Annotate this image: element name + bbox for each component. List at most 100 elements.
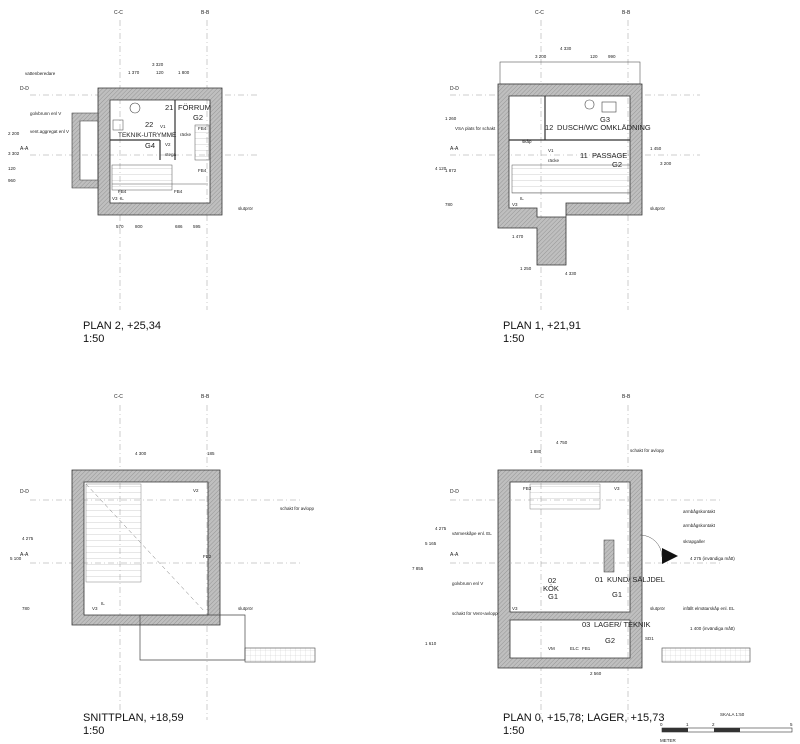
- plan2-title-block: PLAN 2, +25,34 1:50: [83, 320, 161, 346]
- svg-text:V3: V3: [512, 202, 518, 207]
- svg-text:golvbrunn enl V: golvbrunn enl V: [30, 111, 61, 116]
- svg-text:686: 686: [175, 224, 183, 229]
- svg-text:1 610: 1 610: [425, 641, 437, 646]
- svg-text:C-C: C-C: [535, 10, 544, 16]
- svg-text:4 275 (invändiga mått): 4 275 (invändiga mått): [690, 555, 735, 561]
- svg-text:4 275: 4 275: [435, 526, 447, 531]
- plan0-title: PLAN 0, +15,78; LAGER, +15,73: [503, 712, 665, 724]
- svg-text:960: 960: [8, 178, 16, 183]
- svg-text:skrapgaller: skrapgaller: [683, 539, 706, 544]
- plan2-scale: 1:50: [83, 333, 105, 345]
- plan2-title: PLAN 2, +25,34: [83, 320, 161, 332]
- svg-text:TEKNIK-UTRYMME: TEKNIK-UTRYMME: [118, 132, 177, 139]
- svg-text:ELC: ELC: [570, 646, 580, 651]
- plan2-room-22: 22: [145, 120, 153, 129]
- svg-text:1 260: 1 260: [445, 116, 457, 121]
- svg-text:armbågskontakt: armbågskontakt: [683, 522, 716, 528]
- svg-text:4 330: 4 330: [560, 46, 572, 51]
- svg-text:schakt för avlopp: schakt för avlopp: [280, 506, 315, 511]
- svg-text:A-A: A-A: [450, 146, 459, 152]
- svg-text:800: 800: [135, 224, 143, 229]
- svg-text:räcke: räcke: [548, 158, 560, 163]
- svg-text:D-D: D-D: [450, 489, 459, 495]
- svg-text:G2: G2: [605, 636, 615, 645]
- plan2-drawing: [30, 20, 260, 310]
- svg-text:golvbrunn enl V: golvbrunn enl V: [452, 581, 483, 586]
- svg-text:1 800: 1 800: [178, 70, 190, 75]
- svg-text:VM: VM: [548, 646, 555, 651]
- svg-text:DUSCH/WC OMKLÄDNING: DUSCH/WC OMKLÄDNING: [557, 123, 651, 132]
- svg-text:FB4: FB4: [118, 189, 127, 194]
- svg-text:V1: V1: [548, 148, 554, 153]
- svg-text:C-C: C-C: [114, 10, 123, 16]
- svg-text:1 470: 1 470: [512, 234, 524, 239]
- plan1-drawing: [450, 20, 700, 310]
- svg-text:slutprör: slutprör: [650, 606, 666, 611]
- plan1-title: PLAN 1, +21,91: [503, 320, 581, 332]
- svg-text:FB4: FB4: [174, 189, 183, 194]
- svg-text:SD1: SD1: [645, 636, 654, 641]
- svg-text:5: 5: [790, 722, 793, 727]
- svg-text:G4: G4: [145, 141, 155, 150]
- svg-text:A-A: A-A: [20, 146, 29, 152]
- svg-text:A-A: A-A: [450, 552, 459, 558]
- svg-text:01: 01: [595, 575, 603, 584]
- svg-text:4 275: 4 275: [22, 536, 34, 541]
- svg-text:120: 120: [156, 70, 164, 75]
- svg-text:A-A: A-A: [20, 552, 29, 558]
- svg-text:FB1: FB1: [582, 646, 591, 651]
- snitt-text: schakt för avlopp V2 V3 IL FB2 slutprör …: [10, 451, 315, 611]
- plan2-text: 21 FÖRRUM G2 22 TEKNIK-UTRYMME G4 vatten…: [8, 62, 254, 229]
- svg-text:C-C: C-C: [535, 394, 544, 400]
- svg-text:slutprör: slutprör: [650, 206, 666, 211]
- svg-text:2 560: 2 560: [590, 671, 602, 676]
- svg-text:B-B: B-B: [622, 10, 631, 16]
- svg-text:1 250: 1 250: [520, 266, 532, 271]
- svg-text:7 855: 7 855: [412, 566, 424, 571]
- svg-text:KUND/ SÄLJDEL: KUND/ SÄLJDEL: [607, 575, 665, 584]
- svg-text:FB4: FB4: [198, 168, 207, 173]
- svg-text:1 400 (invändiga mått): 1 400 (invändiga mått): [690, 625, 735, 631]
- svg-text:5 100: 5 100: [10, 556, 22, 561]
- svg-text:1 450: 1 450: [650, 146, 662, 151]
- plan0-title-block: PLAN 0, +15,78; LAGER, +15,73 1:50: [503, 712, 664, 738]
- svg-text:3 200: 3 200: [535, 54, 547, 59]
- svg-text:räcke: räcke: [180, 132, 192, 137]
- svg-text:B-B: B-B: [201, 394, 210, 400]
- plan0-drawing: [450, 405, 751, 720]
- svg-text:infällt elmätarskåp enl. EL: infällt elmätarskåp enl. EL: [683, 605, 735, 611]
- svg-text:C-C: C-C: [114, 394, 123, 400]
- svg-text:slutprör: slutprör: [238, 206, 254, 211]
- svg-text:D-D: D-D: [450, 86, 459, 92]
- svg-text:V3: V3: [92, 606, 98, 611]
- svg-text:FB4: FB4: [198, 126, 207, 131]
- svg-text:V3: V3: [614, 486, 620, 491]
- svg-text:1 880: 1 880: [530, 449, 542, 454]
- svg-text:02: 02: [548, 576, 556, 585]
- section-marks: C-C B-B D-D A-A C-C B-B D-D A-A C-C B-B …: [20, 10, 631, 558]
- scale-bar: SKALA 1:50 0 1 2 5 METER: [660, 712, 793, 743]
- svg-text:FB2: FB2: [203, 554, 212, 559]
- svg-text:V1: V1: [160, 124, 166, 129]
- snitt-scale: 1:50: [83, 725, 105, 737]
- svg-text:V2: V2: [193, 488, 199, 493]
- plan0-scale: 1:50: [503, 725, 525, 737]
- svg-text:2: 2: [712, 722, 715, 727]
- svg-text:armbågskontakt: armbågskontakt: [683, 508, 716, 514]
- svg-text:schakt för Vent+avlopp: schakt för Vent+avlopp: [452, 611, 498, 616]
- svg-text:schakt för avlopp: schakt för avlopp: [630, 448, 665, 453]
- plan0-text: 01 KUND/ SÄLJDEL G1 02 KÖK G1 03 LAGER/ …: [412, 440, 735, 676]
- svg-text:stega: stega: [165, 152, 177, 157]
- svg-text:780: 780: [22, 606, 30, 611]
- svg-text:12: 12: [545, 123, 553, 132]
- svg-text:5 165: 5 165: [425, 541, 437, 546]
- svg-text:LAGER/ TEKNIK: LAGER/ TEKNIK: [594, 620, 651, 629]
- plan1-scale: 1:50: [503, 333, 525, 345]
- svg-text:595: 595: [193, 224, 201, 229]
- svg-text:G1: G1: [548, 592, 558, 601]
- svg-text:slutprör: slutprör: [238, 606, 254, 611]
- plan2-room-21: 21: [165, 103, 173, 112]
- svg-text:vent.aggregat enl V: vent.aggregat enl V: [30, 129, 69, 134]
- svg-text:570: 570: [116, 224, 124, 229]
- svg-text:METER: METER: [660, 738, 677, 743]
